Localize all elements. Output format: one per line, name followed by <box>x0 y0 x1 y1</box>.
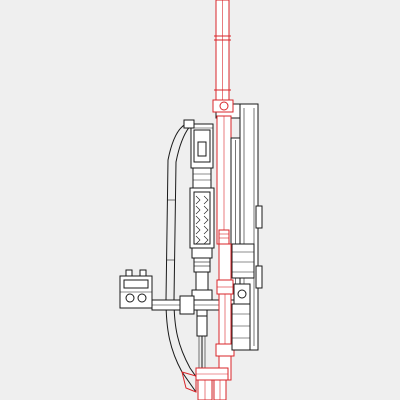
screwdriver-bit <box>196 315 208 370</box>
feeding-nozzle <box>181 367 229 400</box>
vent-slots <box>195 195 209 245</box>
sensor-bracket <box>119 269 153 309</box>
inner-guide-tube <box>216 115 232 245</box>
screwdriver-motor <box>189 123 215 317</box>
vertical-guide-rod <box>214 0 231 105</box>
lower-clamp-block <box>231 303 251 351</box>
slider-carriage <box>231 243 255 305</box>
lower-guide-tube <box>215 243 235 381</box>
